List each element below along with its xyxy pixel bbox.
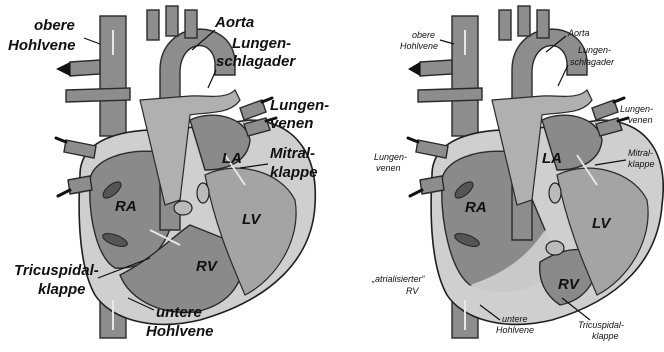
label-obere-hohlvene-2: Hohlvene (400, 41, 438, 51)
label-aorta: Aorta (214, 14, 254, 31)
label-tricuspidalklappe-1: Tricuspidal- (578, 320, 624, 330)
tricuspid-valve (546, 241, 564, 255)
label-atrialisierter-rv-1: „atrialisierter“ (371, 274, 426, 284)
pulmonary-artery-branch (66, 88, 130, 102)
pulmonary-vein-left-stub-1 (56, 138, 66, 142)
chamber-label-rv: RV (558, 276, 581, 293)
label-mitralklappe-2: klappe (628, 159, 655, 169)
label-obere-hohlvene-1: obere (34, 17, 75, 34)
leader-obere-hohlvene (84, 38, 100, 44)
chamber-label-lv: LV (242, 211, 262, 228)
label-tricuspidalklappe-2: klappe (592, 331, 619, 341)
label-lungenvenen-1: Lungen- (270, 97, 329, 114)
leader-lungenschlagader (208, 70, 216, 88)
label-obere-hohlvene-2: Hohlvene (8, 37, 76, 54)
aorta-branch-2 (518, 6, 530, 36)
label-tricuspidalklappe-2: klappe (38, 281, 86, 298)
chamber-label-rv: RV (196, 258, 219, 275)
label-mitralklappe-1: Mitral- (628, 148, 653, 158)
pulmonary-vein-left-stub-2 (410, 190, 422, 196)
aortic-valve (197, 183, 209, 203)
label-lungenschlagader-1: Lungen- (232, 35, 291, 52)
label-tricuspidalklappe-1: Tricuspidal- (14, 262, 99, 279)
pulmonary-vein-left-2 (420, 176, 444, 194)
aorta-branch-1 (147, 10, 159, 40)
arrow-head (408, 62, 420, 76)
chamber-label-ra: RA (465, 199, 487, 216)
label-obere-hohlvene-1: obere (412, 30, 435, 40)
chamber-label-la: LA (222, 150, 242, 167)
pulmonary-vein-left-stub-1 (408, 138, 418, 142)
label-lungenschlagader-2: schlagader (570, 57, 615, 67)
label-atrialisierter-rv-2: RV (406, 286, 419, 296)
aorta-branch-3 (537, 10, 549, 38)
chamber-label-lv: LV (592, 215, 612, 232)
pulmonary-vein-left-stub-2 (58, 190, 70, 196)
label-lungenschlagader-2: schlagader (216, 53, 296, 70)
label-aorta: Aorta (567, 28, 590, 38)
label-lungenvenen-right-2: venen (628, 115, 653, 125)
label-lungenschlagader-1: Lungen- (578, 45, 611, 55)
label-lungenvenen-left-1: Lungen- (374, 152, 407, 162)
tricuspid-valve (174, 201, 192, 215)
label-untere-hohlvene-1: untere (156, 304, 202, 321)
chamber-label-ra: RA (115, 198, 137, 215)
pulmonary-vein-left-1 (416, 140, 448, 158)
label-lungenvenen-right-1: Lungen- (620, 104, 653, 114)
pulmonary-vein-left-2 (68, 176, 92, 194)
ebstein-heart-diagram: RA LA LV RV obere Hohlvene Aorta Lungen-… (371, 6, 663, 341)
normal-heart-diagram: RA LA LV RV obere Hohlvene Aorta Lungen-… (8, 6, 329, 340)
pulmonary-vein-left-1 (64, 140, 96, 158)
label-lungenvenen-left-2: venen (376, 163, 401, 173)
brachiocephalic-vein (70, 60, 100, 76)
label-untere-hohlvene-2: Hohlvene (146, 323, 214, 340)
label-mitralklappe-1: Mitral- (270, 145, 315, 162)
pulmonary-vein-stub-2 (618, 118, 628, 121)
label-mitralklappe-2: klappe (270, 164, 318, 181)
pulmonary-vein-stub-1 (614, 98, 624, 102)
chamber-label-la: LA (542, 150, 562, 167)
aorta-branch-1 (499, 10, 511, 40)
arrow-head (56, 62, 70, 76)
aorta-branch-3 (185, 10, 197, 38)
label-untere-hohlvene-1: untere (502, 314, 528, 324)
aorta-branch-2 (166, 6, 178, 36)
brachiocephalic-vein (420, 60, 452, 76)
aortic-valve (549, 183, 561, 203)
label-lungenvenen-2: venen (270, 115, 313, 132)
label-untere-hohlvene-2: Hohlvene (496, 325, 534, 335)
pulmonary-artery-branch (418, 88, 482, 102)
